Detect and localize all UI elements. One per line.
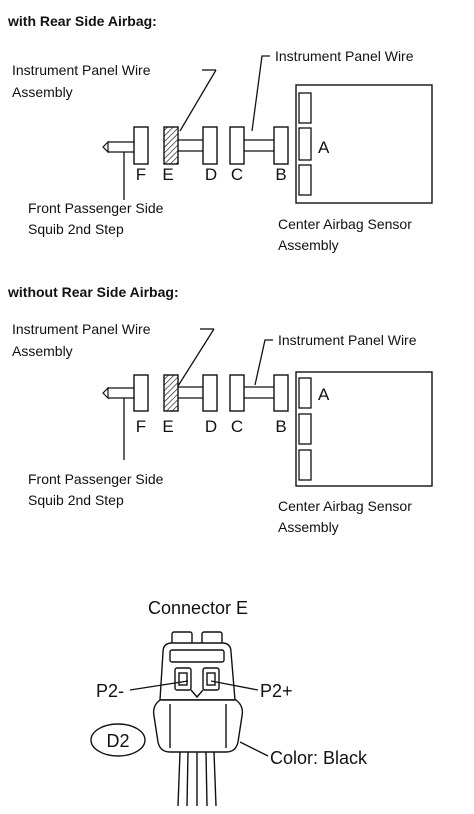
connector-letter: C (231, 417, 243, 436)
connector-code-oval (90, 723, 146, 757)
center-airbag-sensor-label-line2: Assembly (278, 237, 339, 253)
connector-letter: D (205, 165, 217, 184)
connector-letter: B (275, 417, 286, 436)
sensor-connector-letter: A (318, 385, 330, 404)
pin-label-p2-minus: P2- (96, 681, 124, 701)
front-passenger-squib-label-line2: Squib 2nd Step (28, 492, 124, 508)
center-airbag-sensor-box (295, 371, 433, 487)
connector-title: Connector E (148, 598, 248, 618)
instrument-panel-wire-label: Instrument Panel Wire (275, 48, 414, 64)
connector-letter: E (162, 165, 173, 184)
connector-f (133, 126, 149, 165)
leader-line (129, 680, 189, 691)
leader-line (239, 741, 269, 757)
center-airbag-sensor-box (295, 84, 433, 204)
center-airbag-sensor-label: Center Airbag Sensor (278, 498, 412, 514)
instrument-panel-wire-assembly-label: Instrument Panel Wire (12, 62, 151, 78)
sensor-connector-slot (298, 127, 312, 161)
squib-terminal-icon (102, 386, 109, 400)
connector-letter: B (275, 165, 286, 184)
sensor-connector-slot (298, 413, 312, 445)
connector-b (273, 374, 289, 412)
section-heading: without Rear Side Airbag: (7, 284, 179, 300)
section-with-rear-side-airbag: with Rear Side Airbag: Instrument Panel … (7, 13, 433, 253)
connector-color-label: Color: Black (270, 748, 368, 768)
leader-line (179, 69, 217, 132)
sensor-connector-slot (298, 92, 312, 124)
instrument-panel-wire-assembly-label: Instrument Panel Wire (12, 321, 151, 337)
front-passenger-squib-label: Front Passenger Side (28, 200, 164, 216)
connector-letter: C (231, 165, 243, 184)
connector-c (229, 126, 245, 165)
pin-label-p2-plus: P2+ (260, 681, 293, 701)
sensor-connector-slot (298, 377, 312, 409)
connector-letter: F (136, 417, 146, 436)
section-without-rear-side-airbag: without Rear Side Airbag: Instrument Pan… (7, 284, 433, 535)
connector-letter: D (205, 417, 217, 436)
connector-letter: E (162, 417, 173, 436)
connector-f (133, 374, 149, 412)
center-airbag-sensor-label-line2: Assembly (278, 519, 339, 535)
connector-d (202, 126, 218, 165)
front-passenger-squib-label-line2: Squib 2nd Step (28, 221, 124, 237)
sensor-connector-letter: A (318, 138, 330, 157)
instrument-panel-wire-label: Instrument Panel Wire (278, 332, 417, 348)
leader-line (251, 55, 270, 132)
sensor-connector-slot (298, 164, 312, 196)
sensor-connector-slot (298, 449, 312, 481)
connector-letter: F (136, 165, 146, 184)
leader-line (210, 680, 259, 691)
instrument-panel-wire-assembly-label-line2: Assembly (12, 343, 73, 359)
section-heading: with Rear Side Airbag: (7, 13, 157, 29)
connector-b (273, 126, 289, 165)
connector-code: D2 (106, 731, 129, 751)
front-passenger-squib-label: Front Passenger Side (28, 471, 164, 487)
connector-e-icon (152, 631, 244, 807)
connector-e (163, 374, 179, 412)
leader-line (177, 328, 215, 387)
center-airbag-sensor-label: Center Airbag Sensor (278, 216, 412, 232)
connector-e-detail: Connector E P2- (90, 598, 368, 807)
instrument-panel-wire-assembly-label-line2: Assembly (12, 84, 73, 100)
connector-e (163, 126, 179, 165)
connector-c (229, 374, 245, 412)
connector-d (202, 374, 218, 412)
leader-line (254, 339, 273, 386)
squib-terminal-icon (102, 140, 109, 154)
